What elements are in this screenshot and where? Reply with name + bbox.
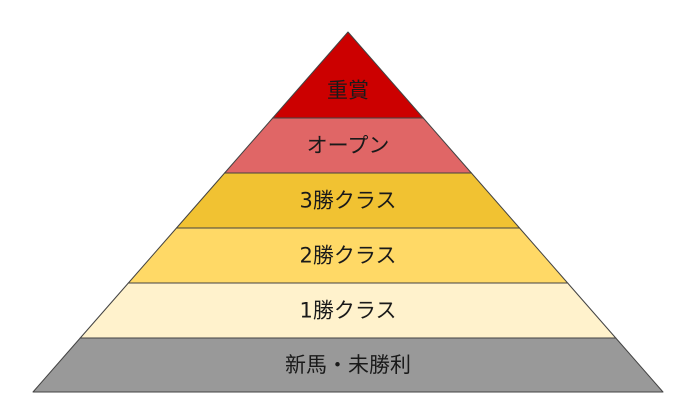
tier-label-2win: 2勝クラス	[300, 244, 397, 268]
tier-g1	[272, 31, 424, 119]
tier-label-g1: 重賞	[327, 78, 369, 102]
tier-label-1win: 1勝クラス	[300, 299, 397, 323]
pyramid-labels: 重賞 オープン 3勝クラス 2勝クラス 1勝クラス 新馬・未勝利	[285, 78, 411, 377]
tier-label-open: オープン	[307, 134, 390, 158]
tier-label-3win: 3勝クラス	[300, 189, 397, 213]
tier-label-maiden: 新馬・未勝利	[285, 353, 411, 377]
pyramid-tiers	[32, 31, 664, 393]
tier-maiden	[32, 337, 664, 393]
